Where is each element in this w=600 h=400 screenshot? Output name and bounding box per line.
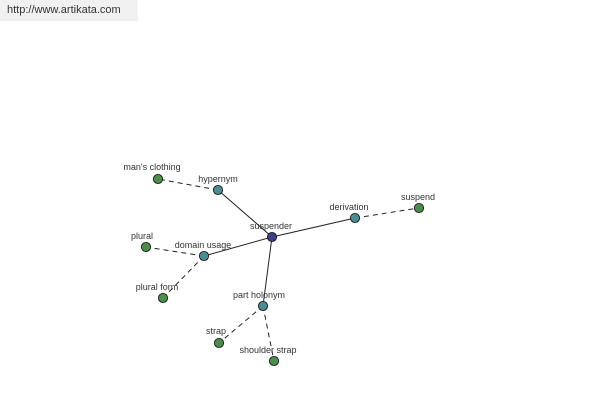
node-center[interactable] (266, 231, 278, 243)
label-part: part holonym (233, 290, 285, 300)
node-strap[interactable] (213, 337, 225, 349)
graph-nodes (140, 173, 425, 367)
node-suspend[interactable] (413, 202, 425, 214)
label-derivation: derivation (329, 202, 368, 212)
edge-center-domain (203, 236, 273, 257)
edge-part-shoulder (262, 305, 275, 362)
node-pluralform[interactable] (157, 292, 169, 304)
label-plural: plural (131, 231, 153, 241)
edge-derivation-suspend (354, 207, 420, 219)
edge-domain-pluralform (162, 255, 205, 299)
label-shoulder: shoulder strap (239, 345, 296, 355)
edge-part-strap (218, 305, 264, 344)
edge-domain-plural (145, 246, 205, 257)
label-center: suspender (250, 221, 292, 231)
label-pluralform: plural form (136, 282, 179, 292)
node-mans[interactable] (152, 173, 164, 185)
node-derivation[interactable] (349, 212, 361, 224)
edge-center-hypernym (217, 189, 273, 238)
label-suspend: suspend (401, 192, 435, 202)
label-hypernym: hypernym (198, 174, 238, 184)
node-hypernym[interactable] (212, 184, 224, 196)
edge-center-derivation (271, 217, 356, 238)
graph-edges (145, 178, 420, 362)
node-domain[interactable] (198, 250, 210, 262)
label-strap: strap (206, 326, 226, 336)
edge-center-part (262, 236, 273, 307)
label-mans: man's clothing (123, 162, 180, 172)
node-part[interactable] (257, 300, 269, 312)
watermark-url: http://www.artikata.com (0, 0, 138, 21)
edge-hypernym-mans (157, 178, 219, 191)
node-shoulder[interactable] (268, 355, 280, 367)
node-plural[interactable] (140, 241, 152, 253)
graph-labels: suspender hypernym derivation domain usage p… (123, 162, 435, 355)
label-domain: domain usage (175, 240, 232, 250)
